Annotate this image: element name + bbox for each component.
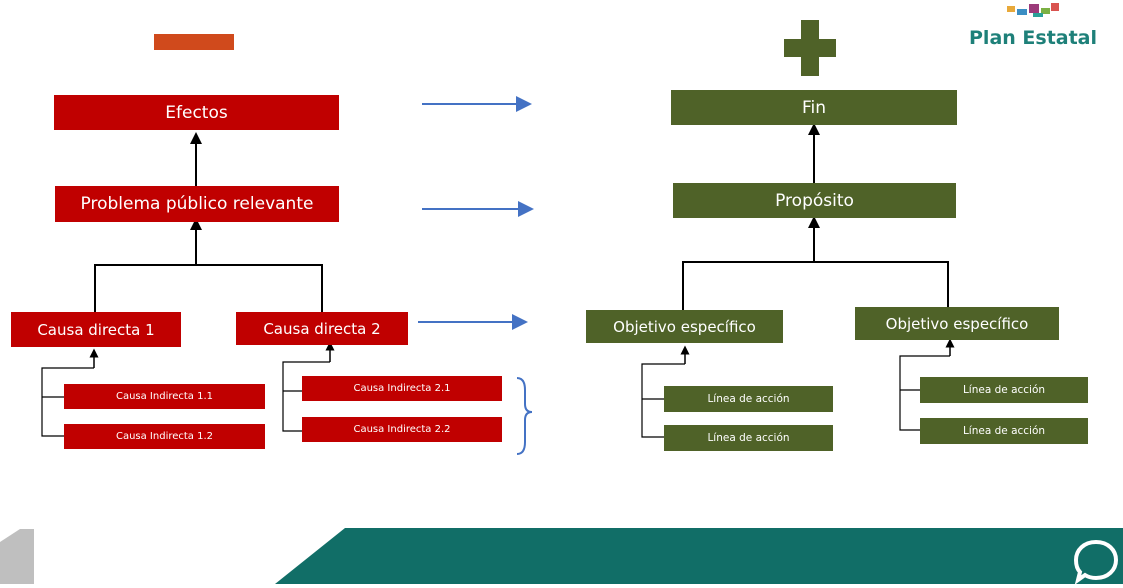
end-label: Fin — [801, 97, 827, 118]
action-line-2-1-box: Línea de acción — [920, 377, 1088, 403]
direct-cause-2-box: Causa directa 2 — [236, 312, 408, 345]
indirect-cause-2-2-box: Causa Indirecta 2.2 — [302, 417, 502, 442]
action-line-2-2-box: Línea de acción — [920, 418, 1088, 444]
direct-cause-1-box: Causa directa 1 — [11, 312, 181, 347]
action-line-1-1-box: Línea de acción — [664, 386, 833, 412]
logo-text: Plan Estatal — [969, 27, 1098, 49]
problem-label: Problema público relevante — [80, 194, 314, 214]
problem-box: Problema público relevante — [55, 186, 339, 222]
footer-gray-tab — [0, 529, 34, 584]
action-line-2-1-label: Línea de acción — [962, 384, 1046, 396]
indirect-cause-1-2-box: Causa Indirecta 1.2 — [64, 424, 265, 449]
specific-objective-1-box: Objetivo específico — [586, 310, 783, 343]
direct-cause-1-label: Causa directa 1 — [37, 320, 155, 339]
indirect-cause-2-2-label: Causa Indirecta 2.2 — [353, 424, 451, 435]
footer-band — [0, 528, 1123, 584]
plus-sign — [784, 20, 836, 76]
effects-label: Efectos — [165, 102, 228, 123]
action-line-1-2-box: Línea de acción — [664, 425, 833, 451]
indirect-cause-1-1-box: Causa Indirecta 1.1 — [64, 384, 265, 409]
action-line-2-2-label: Línea de acción — [962, 425, 1046, 437]
indirect-cause-2-1-box: Causa Indirecta 2.1 — [302, 376, 502, 401]
chat-bubble-icon — [1072, 536, 1120, 585]
direct-cause-2-label: Causa directa 2 — [263, 319, 381, 338]
purpose-box: Propósito — [673, 183, 956, 218]
indirect-cause-1-2-label: Causa Indirecta 1.2 — [115, 431, 214, 442]
indirect-cause-1-1-label: Causa Indirecta 1.1 — [115, 391, 214, 402]
specific-objective-1-label: Objetivo específico — [613, 317, 756, 336]
effects-box: Efectos — [54, 95, 339, 130]
end-box: Fin — [671, 90, 957, 125]
specific-objective-2-box: Objetivo específico — [855, 307, 1059, 340]
logo-mark — [1003, 0, 1067, 18]
action-line-1-1-label: Línea de acción — [707, 393, 790, 405]
indirect-cause-2-1-label: Causa Indirecta 2.1 — [353, 383, 451, 394]
purpose-label: Propósito — [775, 190, 854, 211]
action-line-1-2-label: Línea de acción — [707, 432, 790, 444]
minus-sign — [154, 34, 234, 50]
specific-objective-2-label: Objetivo específico — [885, 314, 1029, 333]
